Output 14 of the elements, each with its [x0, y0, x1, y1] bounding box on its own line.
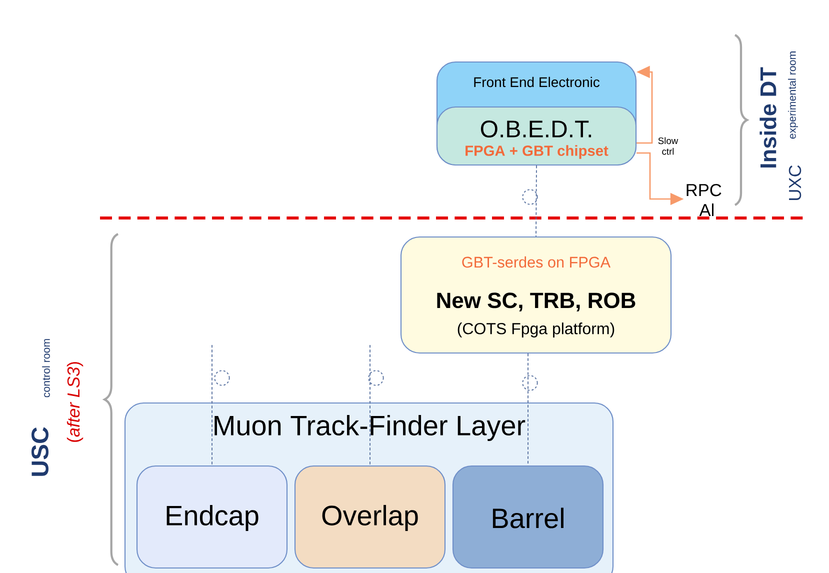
- processing-box: GBT-serdes on FPGA New SC, TRB, ROB (COTS Fpga platform): [400, 236, 672, 354]
- port-label: RPC Al: [686, 184, 722, 216]
- side-label: control room: [42, 339, 50, 398]
- endcap-box: Endcap: [136, 465, 288, 569]
- overlap-box: Overlap: [294, 465, 446, 569]
- connector-line: [536, 165, 537, 237]
- side-label: (after LS3): [66, 362, 84, 442]
- side-label: USC: [32, 427, 48, 476]
- obedt-box: O.B.E.D.T. FPGA + GBT chipset: [436, 106, 637, 166]
- barrel-box: Barrel: [452, 465, 604, 569]
- side-label: Inside DT: [760, 67, 776, 168]
- side-label: UXC: [788, 165, 802, 200]
- edge-label: Slow ctrl: [653, 136, 683, 156]
- side-label: experimental room: [788, 52, 798, 139]
